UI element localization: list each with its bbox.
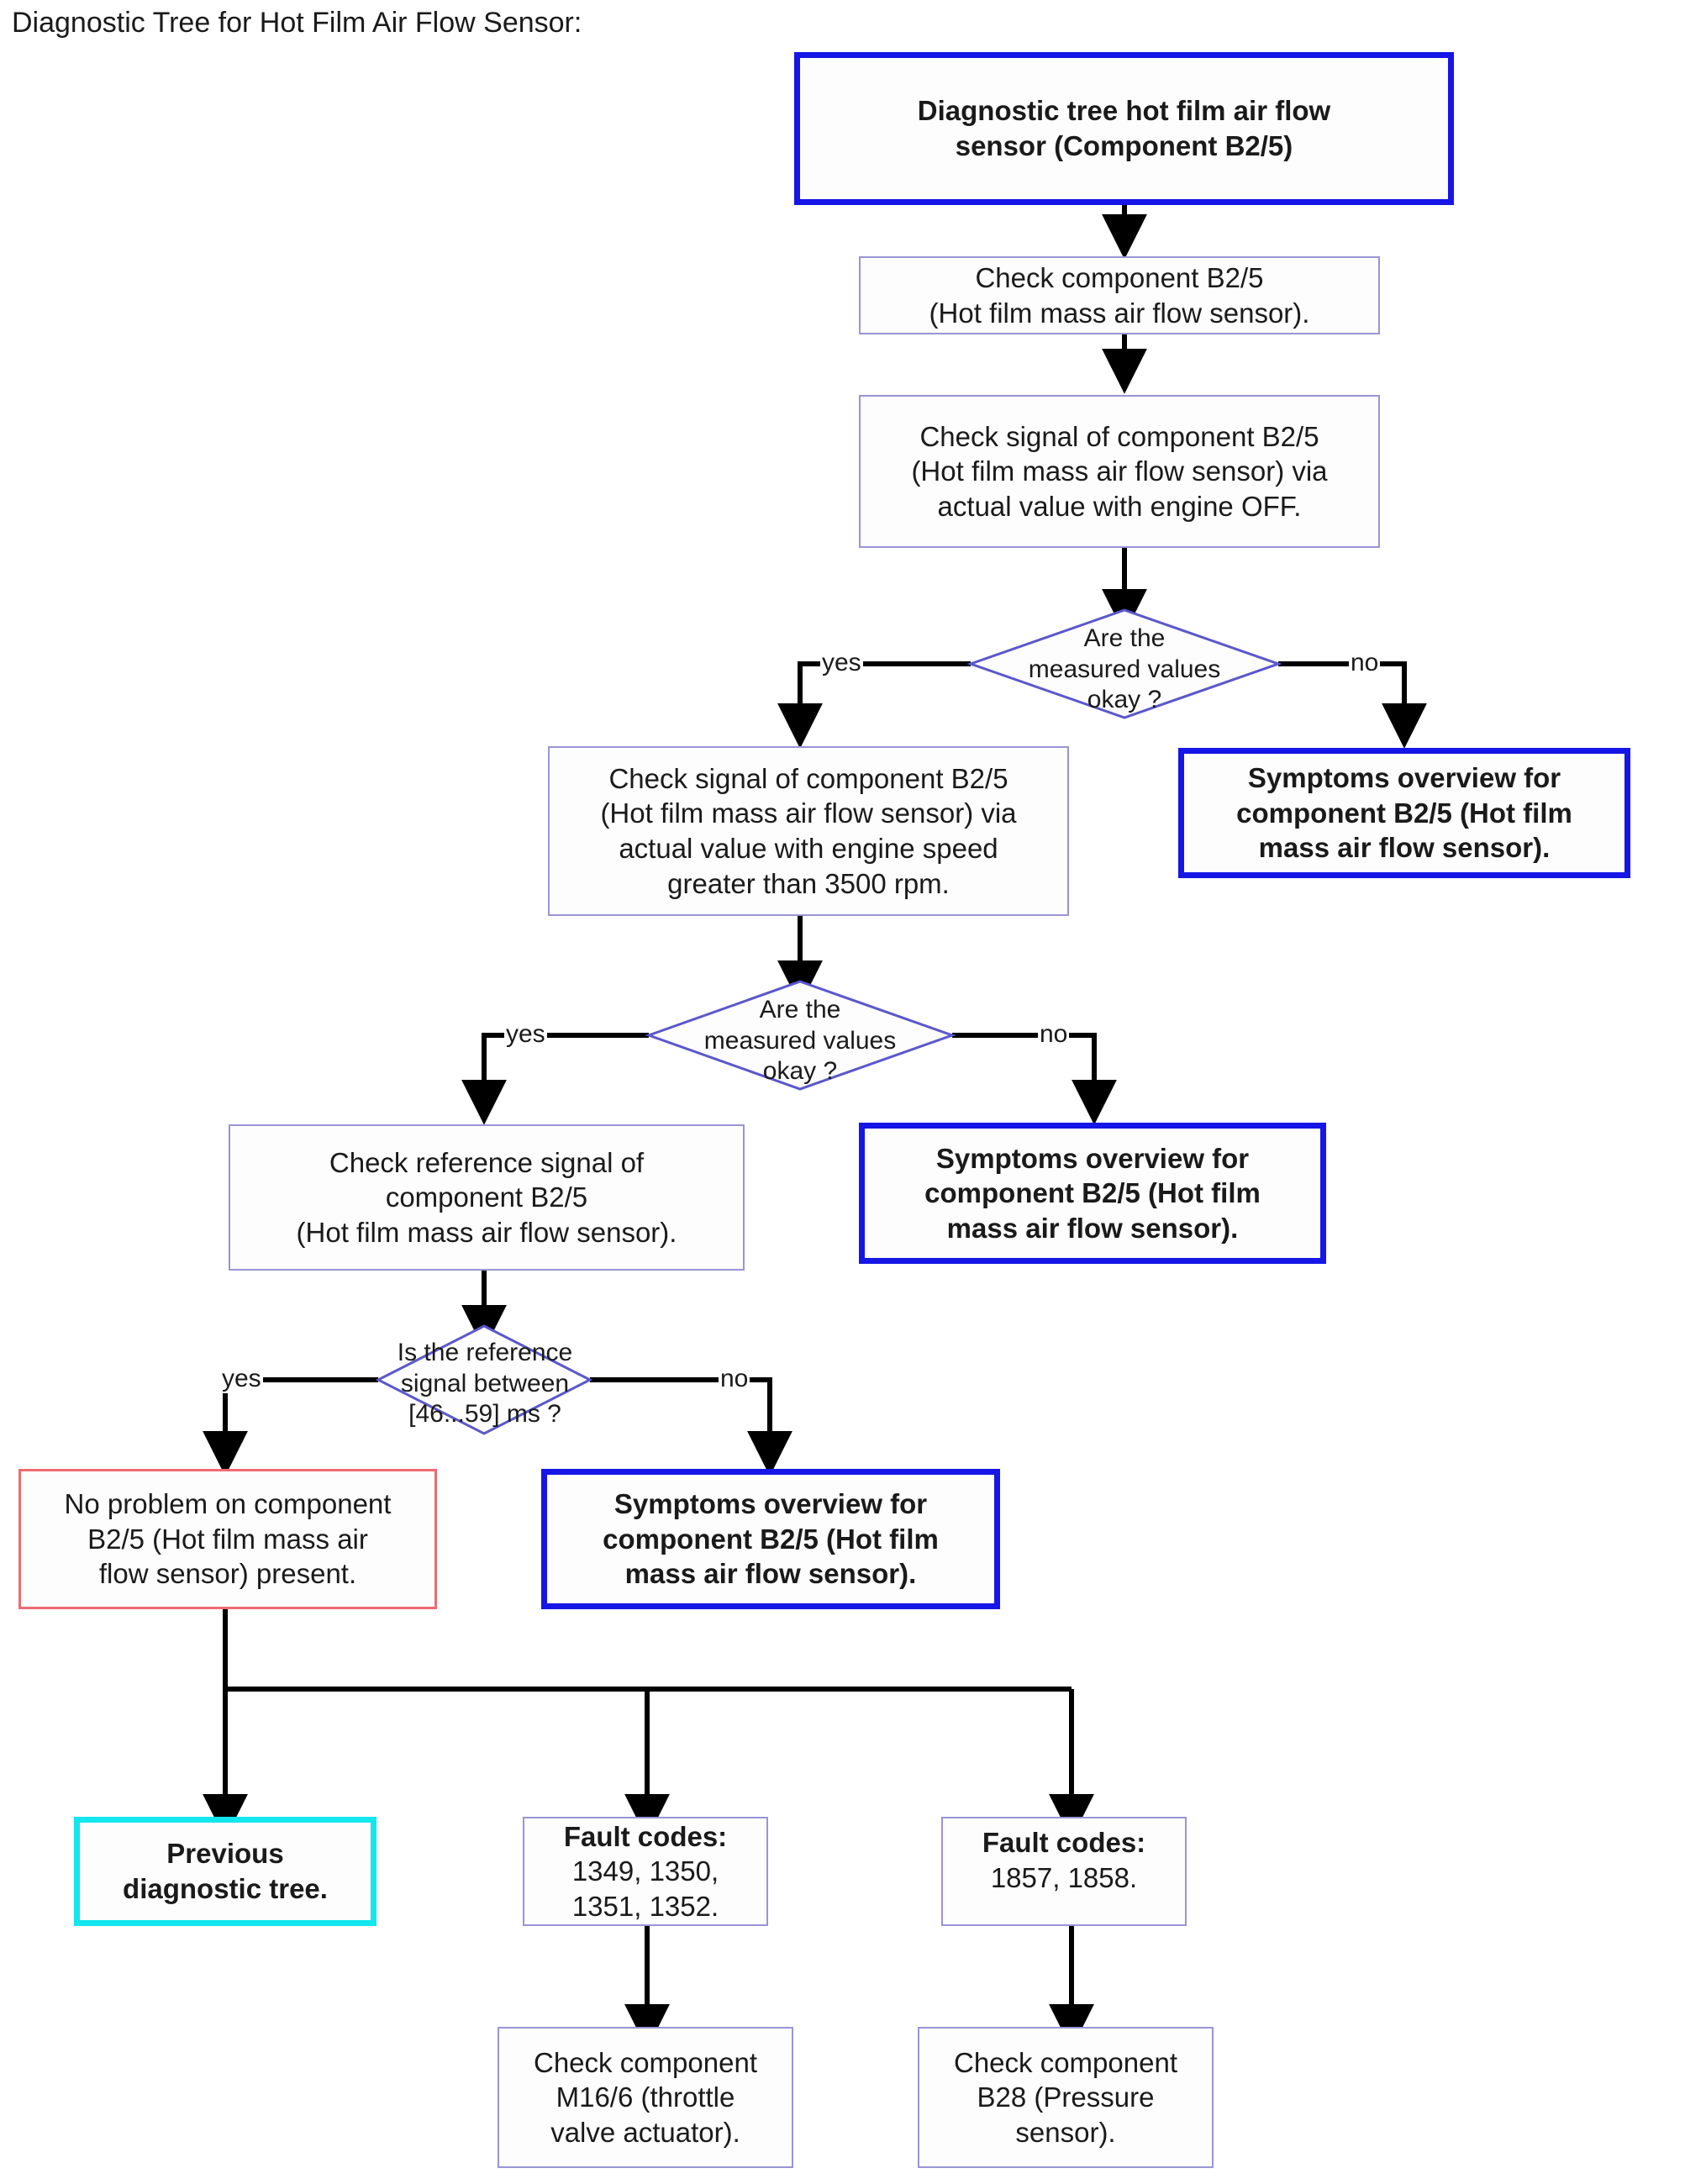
node-check-reference-signal[interactable]: Check reference signal of component B2/5… — [229, 1124, 745, 1271]
edge-label-decision1-no: no — [1349, 649, 1381, 677]
node-symptoms-1-line1: Symptoms overview for — [1247, 762, 1561, 794]
node-check-b28-line1: Check component — [954, 2046, 1177, 2078]
node-symptoms-overview-1[interactable]: Symptoms overview for component B2/5 (Ho… — [1178, 748, 1630, 878]
edge-label-decision2-yes: yes — [504, 1020, 547, 1049]
edge-decision1-no — [1278, 661, 1427, 749]
node-check-signal-rpm-line4: greater than 3500 rpm. — [667, 867, 950, 899]
node-previous-tree-line2: diagnostic tree. — [123, 1873, 328, 1904]
node-fault-codes-left-line1: 1349, 1350, — [571, 1855, 719, 1887]
node-symptoms-1-line2: component B2/5 (Hot film — [1236, 797, 1572, 829]
node-symptoms-2-line1: Symptoms overview for — [935, 1142, 1250, 1174]
node-symptoms-2-line2: component B2/5 (Hot film — [924, 1177, 1261, 1209]
node-check-signal-rpm-line2: (Hot film mass air flow sensor) via — [600, 797, 1017, 829]
edge-label-decision3-no: no — [719, 1365, 750, 1393]
node-check-m16-line1: Check component — [534, 2046, 757, 2078]
node-fault-codes-right[interactable]: Fault codes: 1857, 1858. — [941, 1817, 1187, 1926]
node-check-b28-line2: B28 (Pressure — [977, 2081, 1155, 2113]
node-check-component-b28[interactable]: Check component B28 (Pressure sensor). — [918, 2027, 1214, 2168]
node-check-reference-line3: (Hot film mass air flow sensor). — [296, 1216, 677, 1248]
node-check-signal-off-line3: actual value with engine OFF. — [937, 490, 1302, 522]
node-root-line2: sensor (Component B2/5) — [955, 130, 1293, 161]
edge-decision2-no — [952, 1033, 1117, 1125]
node-check-signal-engine-off[interactable]: Check signal of component B2/5 (Hot film… — [859, 395, 1380, 548]
edge-label-decision2-no: no — [1038, 1020, 1070, 1049]
node-check-signal-rpm-line1: Check signal of component B2/5 — [608, 762, 1008, 794]
node-fault-codes-left-line2: 1351, 1352. — [571, 1890, 719, 1922]
node-check-signal-off-line2: (Hot film mass air flow sensor) via — [911, 455, 1328, 487]
node-symptoms-1-line3: mass air flow sensor). — [1258, 832, 1551, 864]
node-fault-codes-right-line1: 1857, 1858. — [990, 1861, 1138, 1893]
node-symptoms-3-line3: mass air flow sensor). — [624, 1558, 917, 1590]
decision-1-diamond — [966, 608, 1282, 719]
node-check-m16-line3: valve actuator). — [550, 2116, 740, 2148]
node-symptoms-overview-2[interactable]: Symptoms overview for component B2/5 (Ho… — [859, 1123, 1326, 1264]
node-no-problem-line2: B2/5 (Hot film mass air — [87, 1523, 368, 1555]
node-check-reference-line1: Check reference signal of — [329, 1146, 645, 1178]
node-check-b28-line3: sensor). — [1015, 2116, 1116, 2148]
node-previous-tree-line1: Previous — [166, 1838, 284, 1870]
node-no-problem-line1: No problem on component — [64, 1488, 392, 1520]
node-check-reference-line2: component B2/5 — [385, 1181, 588, 1213]
node-symptoms-3-line1: Symptoms overview for — [613, 1488, 928, 1520]
node-check-signal-off-line1: Check signal of component B2/5 — [919, 420, 1319, 452]
node-check-component-m16[interactable]: Check component M16/6 (throttle valve ac… — [498, 2027, 793, 2168]
edge-decision1-yes — [777, 661, 971, 749]
edge-decision3-no — [590, 1377, 792, 1476]
node-previous-diagnostic-tree[interactable]: Previous diagnostic tree. — [74, 1817, 376, 1926]
node-symptoms-overview-3[interactable]: Symptoms overview for component B2/5 (Ho… — [541, 1469, 1000, 1609]
node-fault-codes-right-heading: Fault codes: — [982, 1827, 1146, 1858]
edge-label-decision1-yes: yes — [820, 649, 863, 677]
node-check-signal-engine-rpm[interactable]: Check signal of component B2/5 (Hot film… — [548, 746, 1069, 916]
node-check-m16-line2: M16/6 (throttle — [556, 2081, 735, 2113]
node-check-signal-rpm-line3: actual value with engine speed — [619, 833, 998, 864]
node-fault-codes-left[interactable]: Fault codes: 1349, 1350, 1351, 1352. — [523, 1817, 768, 1926]
node-symptoms-2-line3: mass air flow sensor). — [946, 1212, 1239, 1244]
node-root-line1: Diagnostic tree hot film air flow — [917, 95, 1331, 127]
decision-3-diamond — [375, 1324, 593, 1435]
node-no-problem-line3: flow sensor) present. — [98, 1558, 357, 1590]
edge-label-decision3-yes: yes — [220, 1365, 263, 1393]
node-no-problem[interactable]: No problem on component B2/5 (Hot film m… — [18, 1469, 437, 1609]
node-check-component[interactable]: Check component B2/5 (Hot film mass air … — [859, 256, 1380, 334]
edge-decision2-yes — [461, 1033, 649, 1125]
decision-2-diamond — [645, 980, 956, 1091]
node-check-component-line2: (Hot film mass air flow sensor). — [929, 297, 1310, 329]
page-title: Diagnostic Tree for Hot Film Air Flow Se… — [12, 7, 582, 39]
node-check-component-line1: Check component B2/5 — [975, 261, 1264, 293]
node-fault-codes-left-heading: Fault codes: — [563, 1820, 728, 1852]
node-symptoms-3-line2: component B2/5 (Hot film — [603, 1523, 939, 1555]
node-root[interactable]: Diagnostic tree hot film air flow sensor… — [794, 52, 1454, 205]
